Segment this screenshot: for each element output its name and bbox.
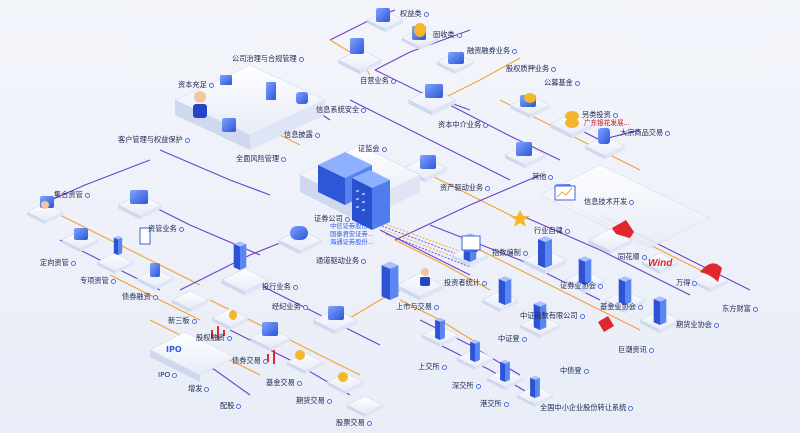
label-xinsanban: 新三板 bbox=[168, 316, 197, 325]
svg-text:IPO: IPO bbox=[166, 345, 182, 354]
label-gongsi-zhili: 公司治理与合规管理 bbox=[232, 54, 304, 63]
label-xinxi-pilu: 信息披露 bbox=[284, 130, 320, 139]
label-ziben-chongzu: 资本充足 bbox=[178, 80, 214, 89]
label-rongzi: 融资融券业务 bbox=[467, 46, 518, 55]
label-shangshi-jiaoyi: 上市与交易 bbox=[396, 302, 439, 311]
label-jucao: 巨潮资讯 bbox=[618, 345, 654, 354]
label-ziying: 自营业务 bbox=[360, 76, 396, 85]
label-guquan-rongzi: 股权融资 bbox=[196, 333, 232, 342]
label-guquan-zhiya: 股权质押业务 bbox=[506, 64, 557, 73]
label-dazong: 大宗商品交易 bbox=[620, 128, 671, 137]
label-gangjiaosuo: 港交所 bbox=[480, 399, 509, 408]
caption-guotai: 国泰君安证券... bbox=[330, 231, 374, 238]
label-zhongjie: 资本中介业务 bbox=[438, 120, 489, 129]
label-quanmian-fengxian: 全面风险管理 bbox=[236, 154, 287, 163]
label-gongmu: 公募基金 bbox=[544, 78, 580, 87]
label-zhongzhaideng: 中债登 bbox=[560, 366, 589, 375]
label-zhengjianhui: 证监会 bbox=[358, 144, 387, 153]
caption-guangfa: 广东银花发展... bbox=[584, 119, 630, 127]
caption-zhongxin: 中信证券股份... bbox=[330, 223, 374, 230]
label-touhang: 投行业务 bbox=[262, 282, 298, 291]
label-gushou: 固收类 bbox=[433, 30, 462, 39]
label-ipo: IPO bbox=[158, 370, 178, 379]
label-zhaiquan-rongzi: 债券融资 bbox=[122, 292, 158, 301]
label-hangye-zilv: 行业自律 bbox=[534, 226, 570, 235]
label-zengfa: 增发 bbox=[188, 384, 210, 393]
label-qihuoye-xiehui: 期货业协会 bbox=[676, 320, 719, 329]
label-zhaiquan-jiaoyi: 债券交易 bbox=[232, 356, 268, 365]
label-jijin-jiaoyi: 基金交易 bbox=[266, 378, 302, 387]
label-tongdao-qudong: 通道驱动业务 bbox=[316, 256, 367, 265]
label-touzizhe-tongji: 投资者统计 bbox=[444, 278, 487, 287]
label-zhongxiao: 全国中小企业股份转让系统 bbox=[540, 403, 634, 412]
label-shangjiaosuo: 上交所 bbox=[418, 362, 447, 371]
label-zhuanxiang: 专项资管 bbox=[80, 276, 116, 285]
label-quanyi: 权益类 bbox=[400, 9, 429, 18]
label-gupiao-jiaoyi: 股票交易 bbox=[336, 418, 372, 427]
label-jingji: 经纪业务 bbox=[272, 302, 308, 311]
label-xinxi-jishu: 信息技术开发 bbox=[584, 197, 635, 206]
wind-logo: Wind bbox=[648, 258, 673, 269]
caption-haitong: 海通证券股份... bbox=[330, 239, 374, 246]
label-zichan-qudong: 资产驱动业务 bbox=[440, 183, 491, 192]
label-zichan-yewu: 资管业务 bbox=[148, 224, 184, 233]
label-peigu: 配股 bbox=[220, 401, 242, 410]
label-lingwai: 另类投资 bbox=[582, 110, 618, 119]
label-tonghuashun: 同花顺 bbox=[618, 252, 647, 261]
label-zhongzheng-zhishu: 中证指数有限公司 bbox=[520, 311, 585, 320]
label-dongfang: 东方财富 bbox=[722, 304, 758, 313]
label-jijinye-xiehui: 基金业协会 bbox=[600, 302, 643, 311]
label-zhongzhengdeng: 中证登 bbox=[498, 334, 527, 343]
label-wande: 万得 bbox=[676, 278, 698, 287]
label-zhengquanye-xiehui: 证券业协会 bbox=[560, 281, 603, 290]
label-shenjiaosuo: 深交所 bbox=[452, 381, 481, 390]
label-xinxi-anquan: 信息系统安全 bbox=[316, 105, 367, 114]
label-kehu-guanli: 客户管理与权益保护 bbox=[118, 135, 190, 144]
label-dingxiang: 定向资管 bbox=[40, 258, 76, 267]
label-qita: 其他 bbox=[532, 172, 554, 181]
label-jihe-zichan: 集合资管 bbox=[54, 190, 90, 199]
label-zhishu-bianzhi: 指数编制 bbox=[492, 248, 528, 257]
label-qihuo-jiaoyi: 期货交易 bbox=[296, 396, 332, 405]
label-zhengquan-gongsi: 证券公司 bbox=[314, 214, 350, 223]
